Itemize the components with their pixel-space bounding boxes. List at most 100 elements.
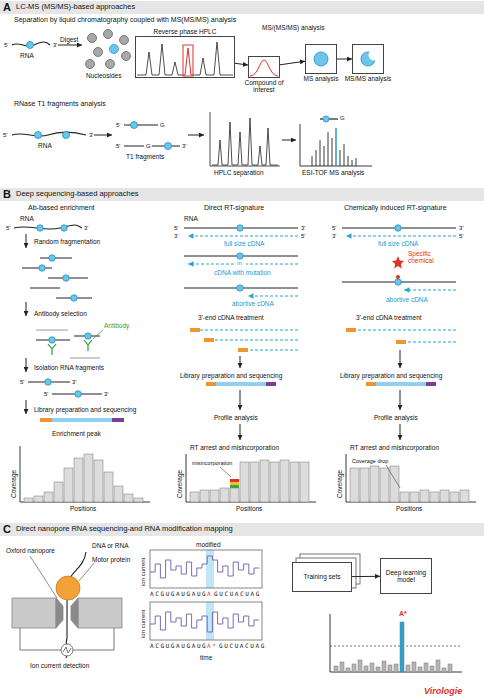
coverage-bar — [24, 498, 33, 502]
process-box: Training sets — [292, 562, 352, 592]
text-label: 5' — [116, 122, 120, 129]
coverage-bar — [260, 460, 269, 502]
coverage-bar — [84, 454, 93, 502]
node-label: Training sets — [301, 573, 344, 580]
cdna — [200, 264, 456, 350]
text-label: Direct nanopore RNA sequencing-and RNA m… — [16, 525, 233, 534]
adapter — [190, 328, 406, 352]
text-label: cDNA with mutation — [214, 269, 271, 276]
node-label: MS/MS analysis — [345, 75, 392, 82]
nucleoside — [104, 30, 113, 39]
chromatogram — [137, 42, 280, 166]
ion-current-trace — [150, 612, 259, 632]
flow-connector — [352, 576, 380, 577]
cdna — [246, 263, 298, 264]
rna-strand — [14, 225, 456, 394]
coverage-bar — [270, 462, 279, 502]
modified-nucleotide — [37, 225, 401, 397]
step-arrow — [400, 350, 401, 368]
antibody — [93, 330, 103, 339]
ms-spectrum — [300, 124, 372, 166]
node-label: Compound of interest — [238, 79, 290, 94]
coverage-bar — [370, 466, 379, 502]
ion-current-trace — [150, 556, 259, 578]
modified-nucleotide — [75, 391, 81, 397]
coverage-bar — [124, 494, 133, 502]
prediction-bar — [418, 667, 422, 672]
text-label: Antibody — [104, 322, 129, 329]
coverage-bar — [420, 490, 429, 502]
text-label: 5' — [6, 225, 10, 232]
prediction-bar — [364, 666, 368, 672]
header-band — [0, 188, 484, 201]
step-arrow — [26, 400, 27, 414]
nucleoside — [94, 48, 103, 57]
coverage-bar — [250, 462, 259, 502]
text-label: Oxford nanopore — [6, 547, 55, 554]
text-label: Virologie — [424, 686, 462, 696]
text-label: 5' — [459, 233, 463, 240]
modified-nucleotide — [49, 255, 55, 261]
coverage-bar — [64, 468, 73, 502]
step-arrow — [26, 234, 400, 440]
text-label: 3' — [53, 42, 57, 49]
sequence-text: A* — [207, 643, 217, 650]
text-label: abortive cDNA — [386, 296, 428, 303]
text-label: Coverage drop — [352, 458, 388, 464]
text-label: Ion current detection — [30, 662, 89, 669]
detection-circuit — [20, 628, 114, 656]
coverage-bar — [104, 472, 113, 502]
signal-panel — [150, 602, 262, 640]
text-label: Random fragmentation — [34, 238, 100, 245]
chromatogram — [210, 112, 280, 166]
text-label: Deep sequencing-based approaches — [16, 190, 139, 199]
membrane — [12, 598, 56, 628]
text-label: 3' — [72, 379, 76, 386]
unbound-rna — [36, 330, 100, 358]
sequencing-read — [112, 418, 124, 422]
coverage-bar — [74, 458, 83, 502]
text-label: 5' — [3, 132, 7, 139]
flow-arrow — [94, 135, 112, 136]
leader-line — [79, 563, 94, 581]
prediction-bar — [412, 662, 416, 672]
antibody — [48, 330, 103, 355]
cdna — [188, 263, 234, 264]
text-label: Positions — [236, 505, 262, 512]
modified-nucleotide — [61, 225, 67, 231]
text-label: RT arrest and misincorporation — [350, 444, 439, 451]
text-label: T1 fragments — [126, 153, 164, 160]
coverage-bar — [400, 492, 409, 502]
sequence-text: ACGUGAUGAUG — [150, 591, 207, 598]
step-arrow — [26, 358, 27, 372]
text-label: 3' — [84, 225, 88, 232]
modified-nucleotide — [131, 122, 138, 129]
nucleoside — [106, 60, 115, 69]
motor-protein — [56, 576, 80, 600]
coverage-bar — [114, 486, 123, 502]
text-label: ESI-TOF MS analysis — [302, 169, 364, 176]
text-label: 3' — [89, 132, 93, 139]
modified-nucleotide — [237, 285, 243, 291]
text-label: Library preparation and sequencing — [340, 372, 442, 379]
prediction-bar — [394, 664, 398, 672]
coverage-bar — [440, 490, 449, 502]
modified-nucleotide — [395, 225, 401, 231]
coverage-bar — [24, 454, 469, 502]
prediction-bar — [424, 663, 428, 672]
modified-nucleotide — [323, 116, 329, 122]
rna-strand — [14, 225, 82, 229]
panel-letter: A — [3, 1, 11, 14]
text-label: DNA or RNA — [92, 542, 128, 549]
signal-panel — [150, 550, 262, 640]
text-label: ion current — [140, 610, 147, 638]
peak-of-interest — [183, 45, 193, 76]
modified-nucleotide — [237, 225, 243, 231]
adapter — [190, 328, 200, 332]
instrument-box: Compound of interest — [248, 56, 280, 78]
ms-spectrum — [335, 128, 336, 166]
flow-arrow — [58, 45, 82, 46]
header-band — [0, 1, 484, 14]
cdna — [188, 235, 298, 236]
text-label: Enrichment peak — [52, 430, 101, 437]
